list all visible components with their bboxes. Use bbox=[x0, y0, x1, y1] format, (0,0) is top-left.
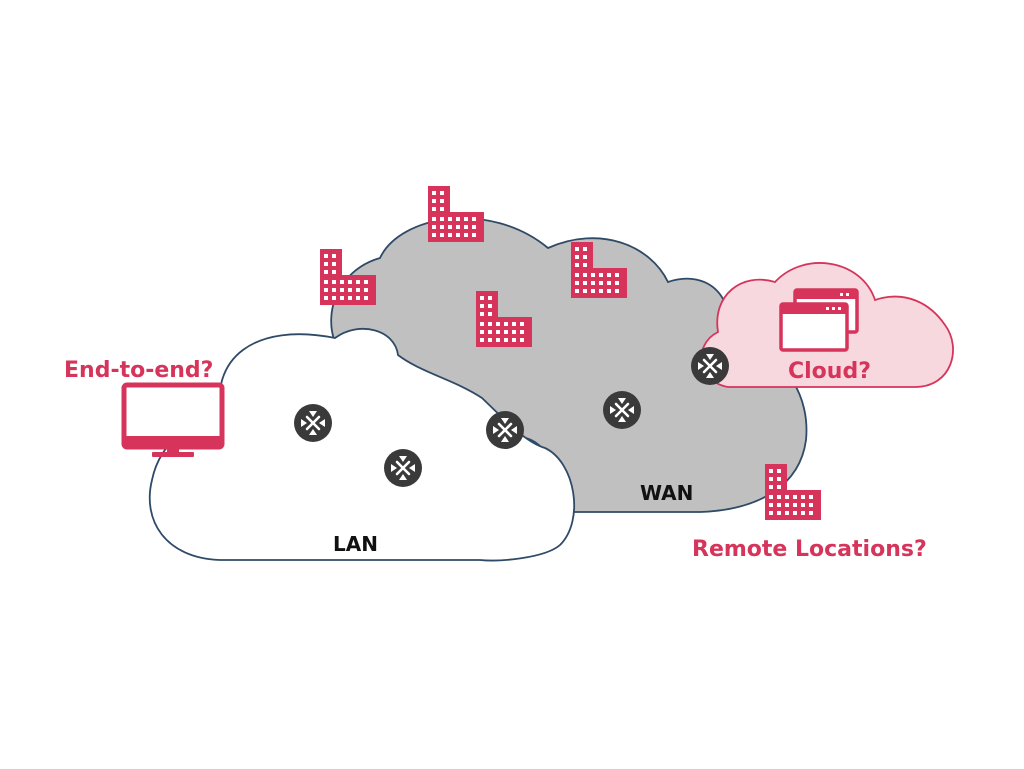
label-cloud: Cloud? bbox=[788, 359, 871, 384]
wan-cloud bbox=[330, 217, 808, 513]
label-lan: LAN bbox=[333, 532, 378, 556]
app-windows-icon bbox=[779, 288, 859, 352]
label-remote-locations: Remote Locations? bbox=[692, 537, 927, 562]
monitor-icon bbox=[121, 382, 225, 457]
router-icon bbox=[601, 389, 643, 431]
router-icon bbox=[292, 402, 334, 444]
router-icon bbox=[689, 345, 731, 387]
label-wan: WAN bbox=[640, 481, 693, 505]
label-end-to-end: End-to-end? bbox=[64, 358, 213, 383]
building-icon bbox=[320, 249, 376, 305]
building-icon bbox=[428, 186, 484, 242]
router-icon bbox=[382, 447, 424, 489]
router-icon bbox=[484, 409, 526, 451]
